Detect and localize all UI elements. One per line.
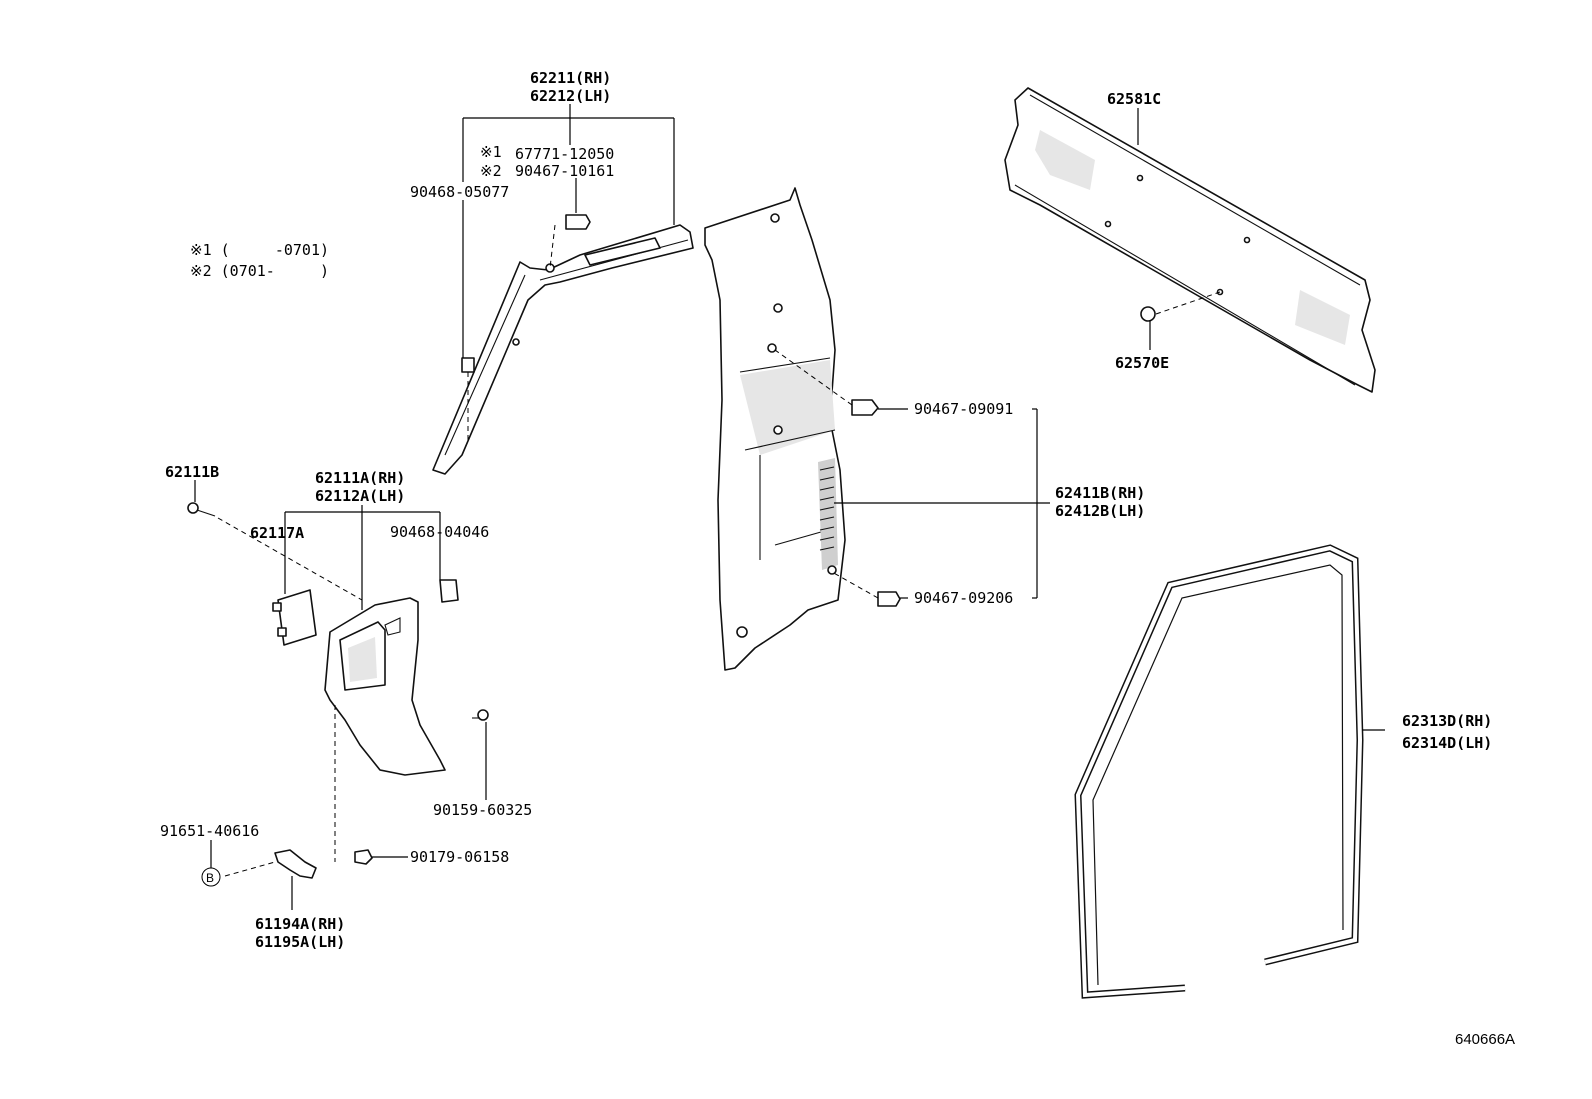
leader-lines	[194, 104, 1385, 868]
legend-note2: ※2 (0701- )	[190, 262, 329, 280]
label-91651-40616: 91651-40616	[160, 822, 259, 840]
label-62111B: 62111B	[165, 463, 219, 481]
cover-62117A	[272, 589, 317, 646]
upper-pillar-garnish	[432, 224, 694, 475]
quarter-trim-panel	[704, 187, 846, 671]
label-62411B: 62411B(RH)	[1055, 484, 1145, 502]
diagram-id: 640666A	[1455, 1031, 1515, 1048]
door-weatherstrip	[1074, 544, 1364, 999]
label-62581C: 62581C	[1107, 90, 1161, 108]
label-90159-60325: 90159-60325	[433, 801, 532, 819]
clip-90468-05077	[461, 357, 475, 440]
label-61194A: 61194A(RH)	[255, 915, 345, 933]
label-62111A: 62111A(RH)	[315, 469, 405, 487]
label-90179-06158: 90179-06158	[410, 848, 509, 866]
clip-90468-04046	[439, 579, 459, 603]
label-61195A: 61195A(LH)	[255, 933, 345, 951]
clip-90467-09091	[774, 349, 879, 416]
clip-90467-09206	[831, 571, 901, 607]
bracket-61194A	[224, 705, 336, 910]
clip-90179-06158	[354, 849, 408, 865]
label-62212: 62212(LH)	[530, 87, 611, 105]
label-62112A: 62112A(LH)	[315, 487, 405, 505]
note1-mark: ※1	[480, 143, 502, 161]
back-panel-trim	[1004, 87, 1376, 393]
label-62211: 62211(RH)	[530, 69, 611, 87]
label-67771: 67771-12050	[515, 145, 614, 163]
note2-mark: ※2	[480, 162, 502, 180]
label-62313D: 62313D(RH)	[1402, 712, 1492, 730]
screw-62111B	[187, 502, 363, 601]
label-62412B: 62412B(LH)	[1055, 502, 1145, 520]
label-62314D: 62314D(LH)	[1402, 734, 1492, 752]
lower-trim-panel	[324, 597, 446, 776]
circle-b-text: B	[206, 871, 214, 885]
label-62117A: 62117A	[250, 524, 304, 542]
label-90467-09206: 90467-09206	[914, 589, 1013, 607]
clip-90467-10161	[549, 214, 591, 269]
screw-90159-60325	[472, 709, 489, 800]
label-90467-10161: 90467-10161	[515, 162, 614, 180]
label-90468-04046: 90468-04046	[390, 523, 489, 541]
label-90467-09091: 90467-09091	[914, 400, 1013, 418]
label-90468-05077: 90468-05077	[410, 183, 509, 201]
circle-b-marker	[201, 867, 221, 887]
label-62570E: 62570E	[1115, 354, 1169, 372]
part-labels: 62211(RH) 62212(LH) ※1 67771-12050 ※2 90…	[160, 69, 1515, 1048]
fastener-62570E	[1140, 291, 1221, 350]
legend-note1: ※1 ( -0701)	[190, 241, 329, 259]
